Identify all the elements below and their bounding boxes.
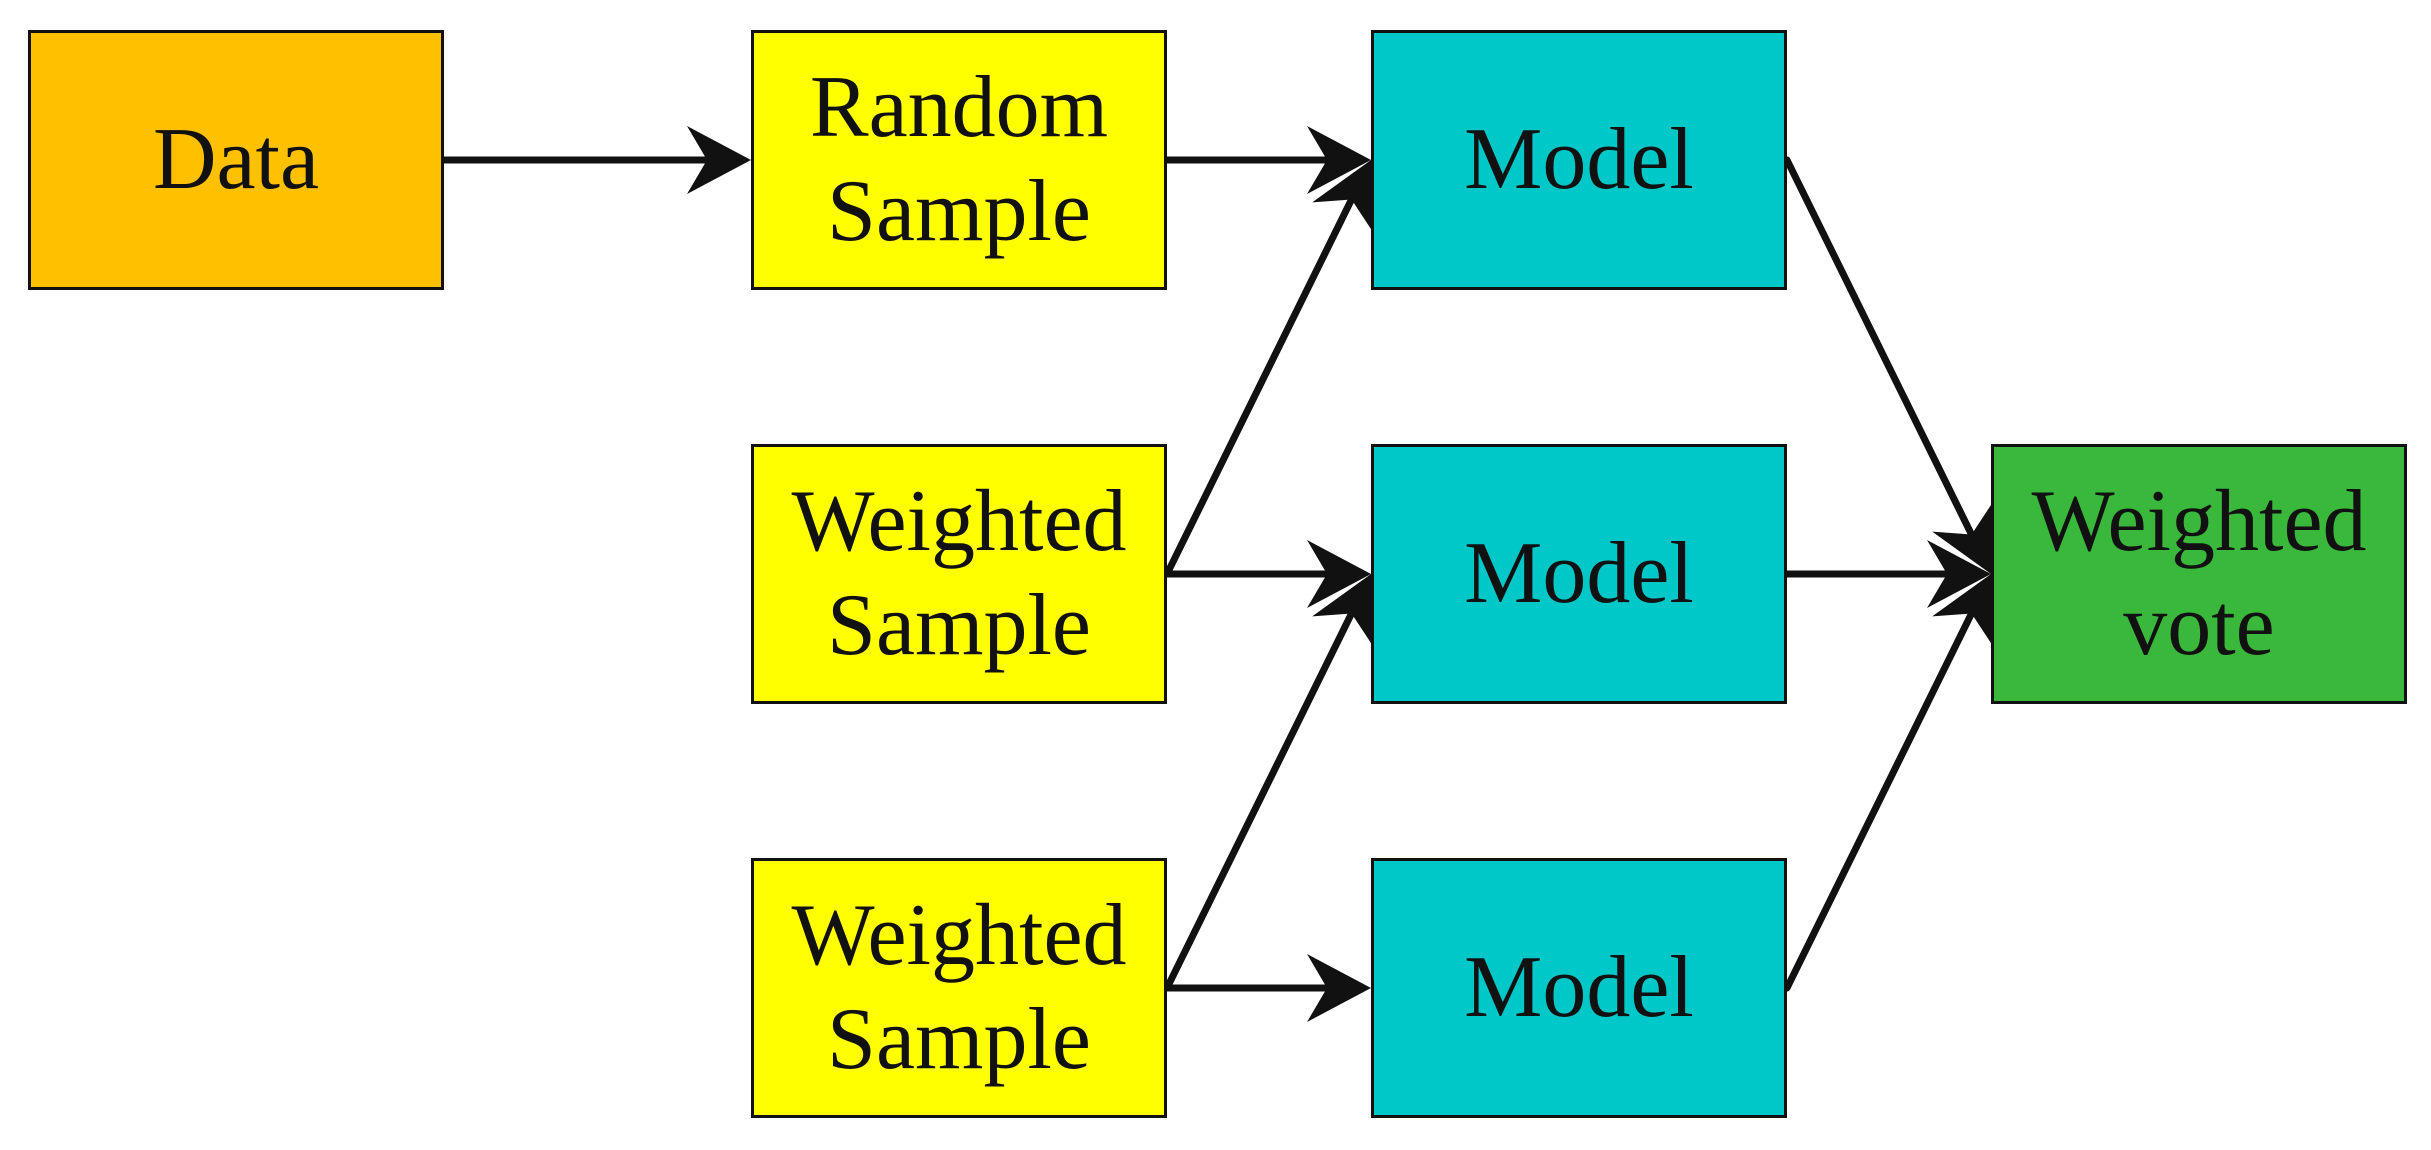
weighted-vote-box: Weighted vote [1991,444,2407,704]
edge-weighted_sample_2-to-model_2 [1163,574,1374,992]
weighted-sample-box-2: Weighted Sample [751,858,1167,1118]
arrowhead-icon [1307,126,1371,194]
edge-data-to-random_sample [440,126,751,194]
data-label: Data [152,111,320,209]
edge-line [1163,609,1356,992]
arrowhead-icon [1932,574,1994,647]
edge-weighted_sample_1-to-model_2 [1163,540,1371,608]
model-label-3: Model [1464,939,1694,1037]
arrowhead-icon [1932,501,1994,574]
edge-model_2-to-weighted_vote [1783,540,1991,608]
arrowhead-icon [687,126,751,194]
weighted-sample-label-1: Weighted Sample [791,473,1127,674]
edge-line [1783,156,1976,539]
edge-weighted_sample_2-to-model_3 [1163,954,1371,1022]
arrowhead-icon [1927,540,1991,608]
edge-line [1163,195,1356,578]
data-box: Data [28,30,444,290]
edge-weighted_sample_1-to-model_1 [1163,160,1374,578]
weighted-sample-box-1: Weighted Sample [751,444,1167,704]
random-sample-box: Random Sample [751,30,1167,290]
model-box-1: Model [1371,30,1787,290]
edge-model_1-to-weighted_vote [1783,156,1994,574]
model-label-2: Model [1464,525,1694,623]
weighted-vote-label: Weighted vote [2031,473,2367,674]
arrowhead-icon [1307,540,1371,608]
edge-line [1783,609,1976,992]
arrowhead-icon [1312,160,1374,233]
model-box-2: Model [1371,444,1787,704]
model-box-3: Model [1371,858,1787,1118]
weighted-sample-label-2: Weighted Sample [791,887,1127,1088]
arrowhead-icon [1307,954,1371,1022]
random-sample-label: Random Sample [809,59,1109,260]
model-label-1: Model [1464,111,1694,209]
edge-model_3-to-weighted_vote [1783,574,1994,992]
arrowhead-icon [1312,574,1374,647]
edge-random_sample-to-model_1 [1163,126,1371,194]
